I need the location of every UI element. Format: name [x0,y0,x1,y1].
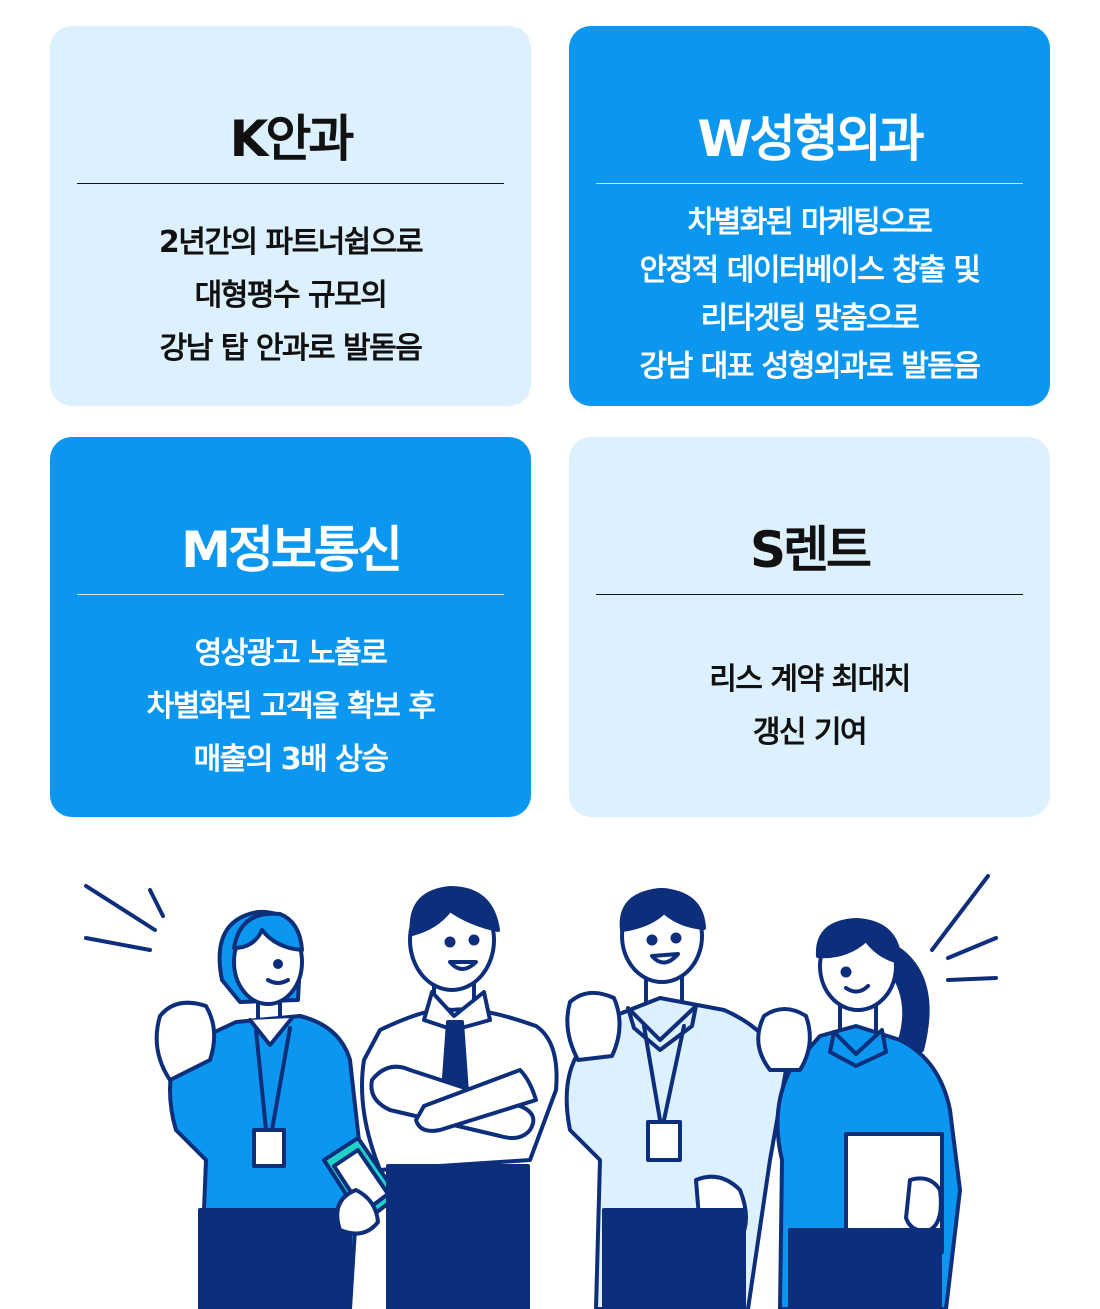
person-man-badge [564,888,788,1309]
person-woman-paper [756,918,962,1309]
card-body-line: 차별화된 고객을 확보 후 [146,688,436,724]
burst-lines-left [84,884,165,952]
card-body-line: 강남 대표 성형외과로 발돋음 [639,349,981,384]
person-woman-badge [154,909,400,1309]
card-body: 리스 계약 최대치 갱신 기여 [579,595,1040,817]
card-body-line: 매출의 3배 상승 [193,741,389,777]
divider [596,594,1023,595]
card-body-line: 리스 계약 최대치 [709,662,911,697]
card-body-line: 차별화된 마케팅으로 [687,205,933,240]
card-body: 차별화된 마케팅으로 안정적 데이터베이스 창출 및 리타겟팅 맞춤으로 강남 … [579,184,1040,406]
card-s-rent: S렌트 리스 계약 최대치 갱신 기여 [569,437,1050,817]
divider [596,183,1023,184]
card-body: 영상광고 노출로 차별화된 고객을 확보 후 매출의 3배 상승 [60,595,521,817]
card-body-line: 영상광고 노출로 [194,635,388,671]
card-body-line: 강남 탑 안과로 발돋음 [159,330,423,366]
person-man-tie [360,886,559,1309]
divider [77,594,504,595]
card-m-telecom: M정보통신 영상광고 노출로 차별화된 고객을 확보 후 매출의 3배 상승 [50,437,531,817]
card-title: M정보통신 [181,521,403,579]
card-body-line: 2년간의 파트너쉽으로 [158,224,424,260]
celebrating-team-illustration [84,874,998,1309]
card-k-eye-clinic: K안과 2년간의 파트너쉽으로 대형평수 규모의 강남 탑 안과로 발돋음 [50,26,531,406]
card-title: W성형외과 [697,110,924,168]
card-body-line: 리타겟팅 맞춤으로 [700,301,920,336]
card-title: K안과 [229,110,355,168]
card-body: 2년간의 파트너쉽으로 대형평수 규모의 강남 탑 안과로 발돋음 [60,184,521,406]
burst-lines-right [930,874,998,982]
card-body-line: 안정적 데이터베이스 창출 및 [639,253,981,288]
card-body-line: 갱신 기여 [752,715,868,750]
divider [77,183,504,184]
card-title: S렌트 [749,521,872,579]
card-body-line: 대형평수 규모의 [194,277,388,313]
card-w-plastic-surgery: W성형외과 차별화된 마케팅으로 안정적 데이터베이스 창출 및 리타겟팅 맞춤… [569,26,1050,406]
